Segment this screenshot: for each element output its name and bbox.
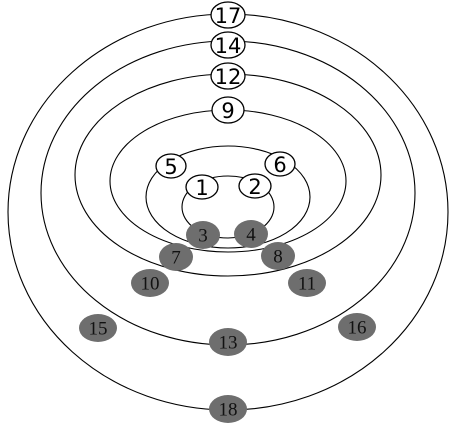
ring-4 [109,109,347,253]
node-11-marker [288,269,326,297]
node-4-label: 4 [246,225,256,246]
node-15: 15 [79,314,117,342]
node-6-label: 6 [273,153,286,177]
node-2-marker [238,173,272,199]
node-18: 18 [209,395,247,423]
node-15-label: 15 [89,319,108,340]
node-18-marker [209,395,247,423]
node-5-label: 5 [164,155,177,179]
node-12: 12 [210,62,246,90]
node-14: 14 [210,31,246,59]
node-10: 10 [131,269,169,297]
node-7-label: 7 [171,248,181,269]
node-10-marker [131,269,169,297]
node-12-marker [210,62,246,90]
node-2-label: 2 [248,175,261,199]
node-17-label: 17 [215,4,242,28]
node-8-label: 8 [273,247,283,268]
node-4-marker [234,220,268,248]
ring-6 [181,175,275,239]
node-16: 16 [338,313,376,341]
node-12-label: 12 [215,65,242,89]
node-15-marker [79,314,117,342]
node-1-marker [185,174,219,200]
node-18-label: 18 [219,400,238,421]
node-5-marker [155,153,187,179]
node-17-marker [210,1,246,29]
ring-5 [145,145,311,249]
node-3-label: 3 [198,226,208,247]
node-4: 4 [234,220,268,248]
node-8-marker [261,242,295,270]
node-13-marker [209,328,247,356]
node-1-label: 1 [195,176,208,200]
node-9: 9 [211,96,245,124]
node-9-label: 9 [221,99,234,123]
node-11-label: 11 [298,274,316,295]
node-1: 1 [185,174,219,200]
node-17: 17 [210,1,246,29]
node-13: 13 [209,328,247,356]
node-3: 3 [186,221,220,249]
node-2: 2 [238,173,272,199]
node-16-label: 16 [348,318,367,339]
node-9-marker [211,96,245,124]
node-11: 11 [288,269,326,297]
node-3-marker [186,221,220,249]
node-14-marker [210,31,246,59]
node-6-marker [264,151,296,177]
node-6: 6 [264,151,296,177]
node-13-label: 13 [219,333,238,354]
node-7-marker [159,243,193,271]
node-16-marker [338,313,376,341]
node-7: 7 [159,243,193,271]
node-8: 8 [261,242,295,270]
node-14-label: 14 [215,34,242,58]
node-5: 5 [155,153,187,179]
node-10-label: 10 [141,274,160,295]
